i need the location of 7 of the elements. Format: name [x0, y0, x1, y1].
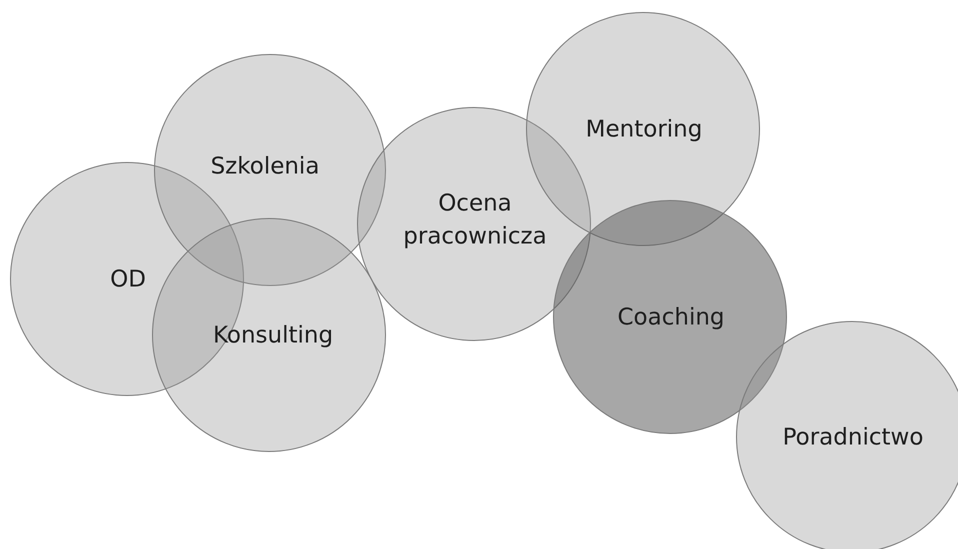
circle-label: Konsulting: [212, 321, 334, 350]
circle-label: Szkolenia: [210, 152, 320, 182]
circle-label: Ocena pracownicza: [402, 190, 548, 252]
circle-label: Poradnictwo: [782, 423, 924, 452]
circle-label: Coaching: [618, 303, 724, 332]
circle-label: Mentoring: [586, 115, 702, 144]
circle-label: OD: [110, 265, 146, 294]
